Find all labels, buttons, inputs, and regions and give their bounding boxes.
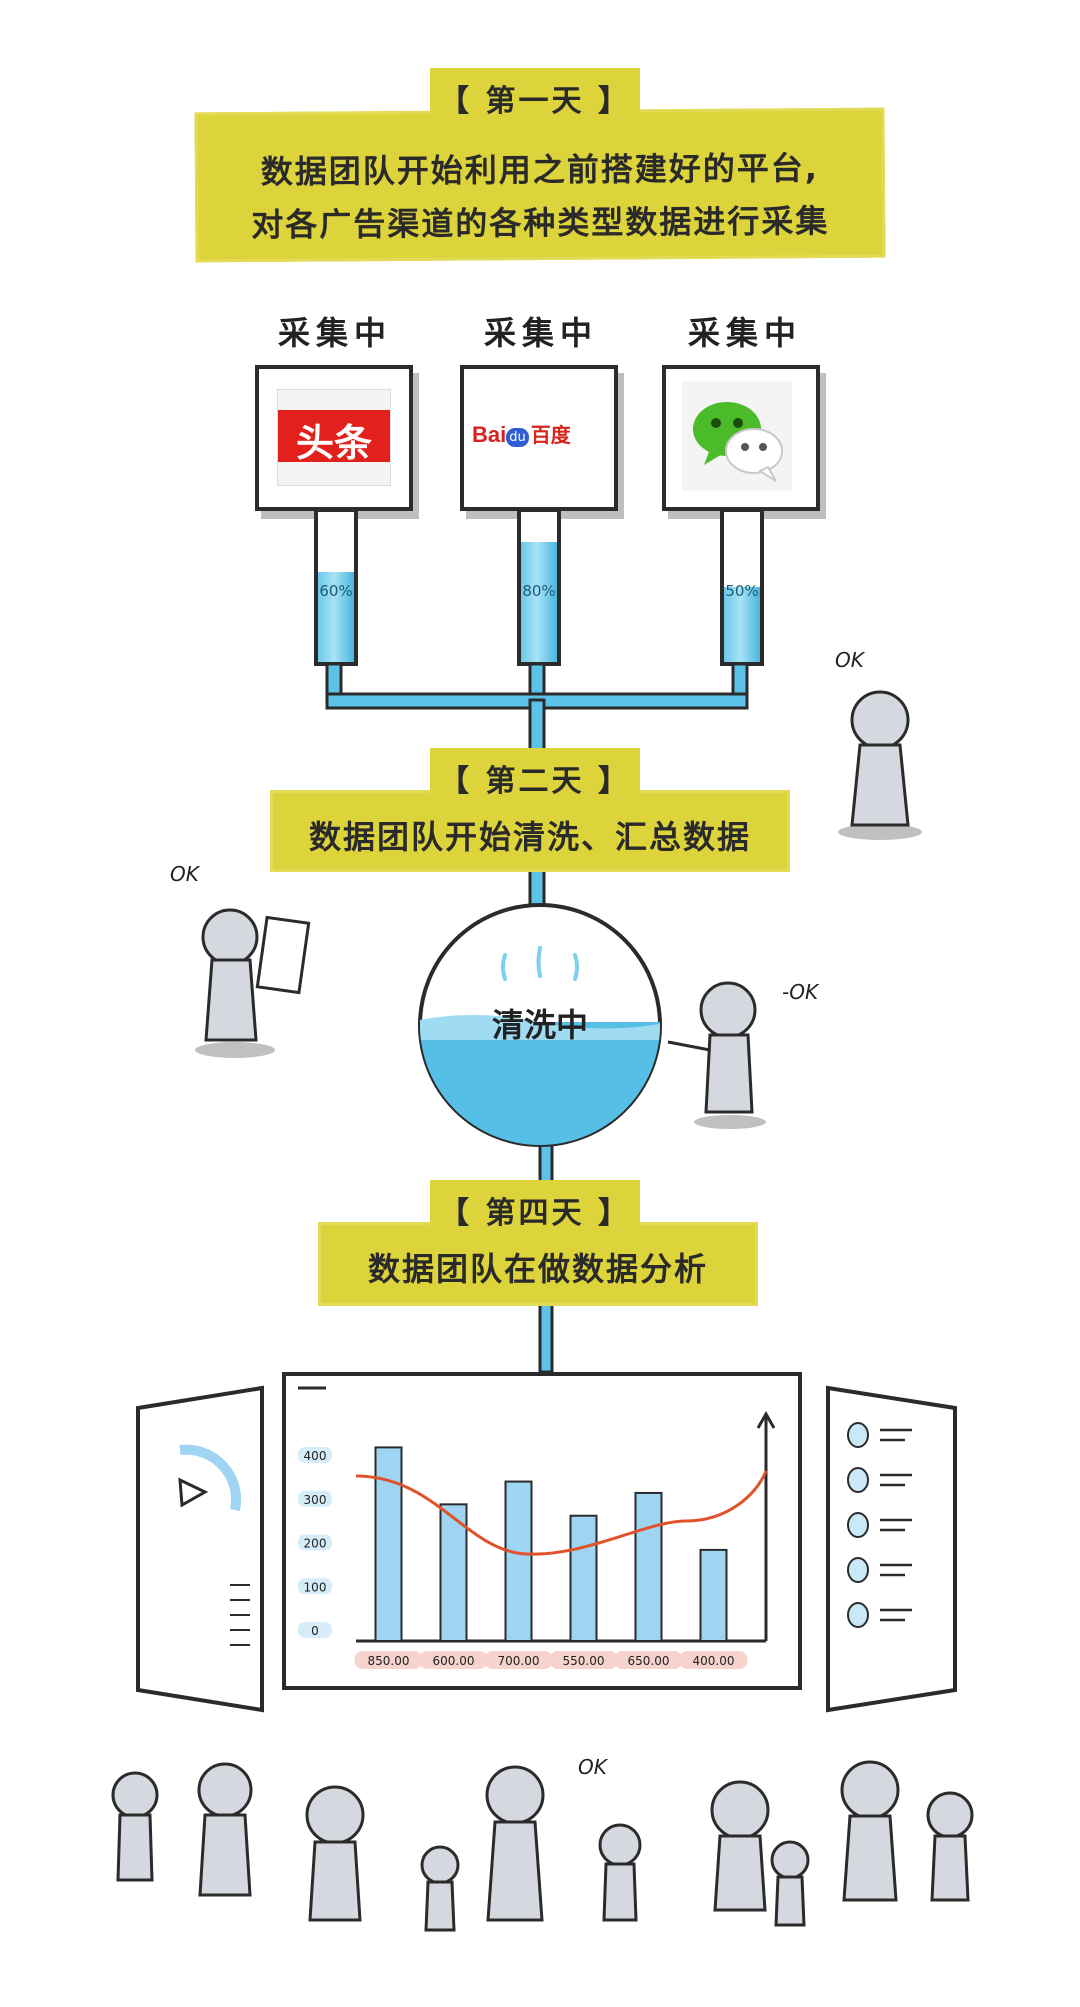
x-tick-bg [484, 1651, 553, 1669]
source2-progress-label: 80% [522, 582, 556, 600]
y-tick-label: 300 [304, 1493, 327, 1507]
x-tick-bg [354, 1651, 423, 1669]
wechat-logo-icon [682, 381, 792, 491]
baidu-logo-bai: Bai [472, 422, 507, 447]
baidu-logo-du: du [509, 430, 526, 445]
bar-line-chart: 0 100 200 300 400 850.00 600.00 700.00 550.00 650… [298, 1386, 776, 1669]
x-tick-bg [614, 1651, 683, 1669]
x-tick-label: 850.00 [368, 1654, 410, 1668]
crowd-figures [111, 1760, 974, 1932]
chart-bar [699, 1548, 728, 1642]
y-axis-arrowhead [756, 1410, 776, 1429]
source3-progress-label: 50% [725, 582, 759, 600]
chart-bar [374, 1446, 403, 1642]
y-tick-bg [298, 1578, 332, 1595]
source2-progress-tube: 80% [517, 508, 561, 666]
toutiao-logo-text: 头条 [295, 421, 372, 465]
play-icon [178, 1477, 209, 1508]
x-tick-label: 400.00 [693, 1654, 735, 1668]
y-tick-label: 0 [311, 1624, 319, 1638]
ok-label-pusher: -OK [782, 980, 819, 1004]
x-tick-label: 650.00 [628, 1654, 670, 1668]
y-tick-label: 400 [304, 1449, 327, 1463]
day4-header: 【 第四天 】 [439, 1196, 631, 1231]
source3-progress-tube: 50% [720, 508, 764, 666]
day2-banner: 数据团队开始清洗、汇总数据 [270, 790, 790, 872]
chart-bar [504, 1480, 533, 1642]
y-tick-bg [298, 1622, 332, 1638]
chart-bar [634, 1491, 663, 1642]
ok-label-right: OK [835, 648, 864, 672]
baidu-logo-cn: 百度 [530, 423, 571, 447]
cleaning-status-label: 清洗中 [491, 1006, 588, 1044]
day1-header-tab: 【 第一天 】 [430, 68, 640, 124]
source1-progress-tube: 60% [314, 508, 358, 666]
person-figure-right [838, 690, 922, 840]
x-tick-label: 700.00 [498, 1654, 540, 1668]
chart-bar [569, 1514, 598, 1643]
x-tick-label: 550.00 [563, 1654, 605, 1668]
source2-status: 采集中 [484, 314, 599, 352]
day2-header: 【 第二天 】 [439, 764, 631, 799]
day1-header: 【 第一天 】 [439, 84, 631, 119]
source3-status: 采集中 [688, 314, 803, 352]
day2-line1: 数据团队开始清洗、汇总数据 [308, 818, 751, 856]
day4-line1: 数据团队在做数据分析 [367, 1250, 708, 1288]
y-tick-bg [298, 1534, 332, 1551]
day4-banner: 数据团队在做数据分析 [318, 1222, 758, 1306]
x-tick-bg [679, 1651, 748, 1669]
source-card-wechat [662, 365, 820, 511]
person-figure-writing [195, 908, 311, 1058]
x-tick-bg [549, 1651, 618, 1669]
source2-progress-fill [521, 542, 557, 662]
toutiao-logo-icon: 头条 [277, 389, 391, 486]
x-tick-label: 600.00 [433, 1654, 475, 1668]
source1-status: 采集中 [278, 314, 393, 352]
chart-bar [439, 1503, 468, 1642]
day4-header-tab: 【 第四天 】 [430, 1180, 640, 1234]
y-tick-label: 100 [304, 1580, 327, 1594]
x-tick-bg [419, 1651, 488, 1669]
baidu-paw-icon: du [506, 428, 529, 447]
day2-header-tab: 【 第二天 】 [430, 748, 640, 802]
y-tick-bg [298, 1447, 332, 1463]
y-tick-label: 200 [304, 1537, 327, 1551]
source1-progress-label: 60% [319, 582, 353, 600]
ok-label-crowd: OK [578, 1755, 607, 1779]
trend-line [355, 1470, 768, 1556]
source-card-toutiao: 头条 [255, 365, 413, 511]
person-figure-pushing [667, 981, 766, 1129]
source3-progress-fill [724, 587, 760, 662]
ok-label-writer: OK [170, 862, 199, 886]
analysis-chart-screen: 0 100 200 300 400 850.00 600.00 700.00 550.00 650… [282, 1372, 802, 1690]
source1-progress-fill [318, 572, 354, 662]
y-tick-bg [298, 1490, 332, 1507]
